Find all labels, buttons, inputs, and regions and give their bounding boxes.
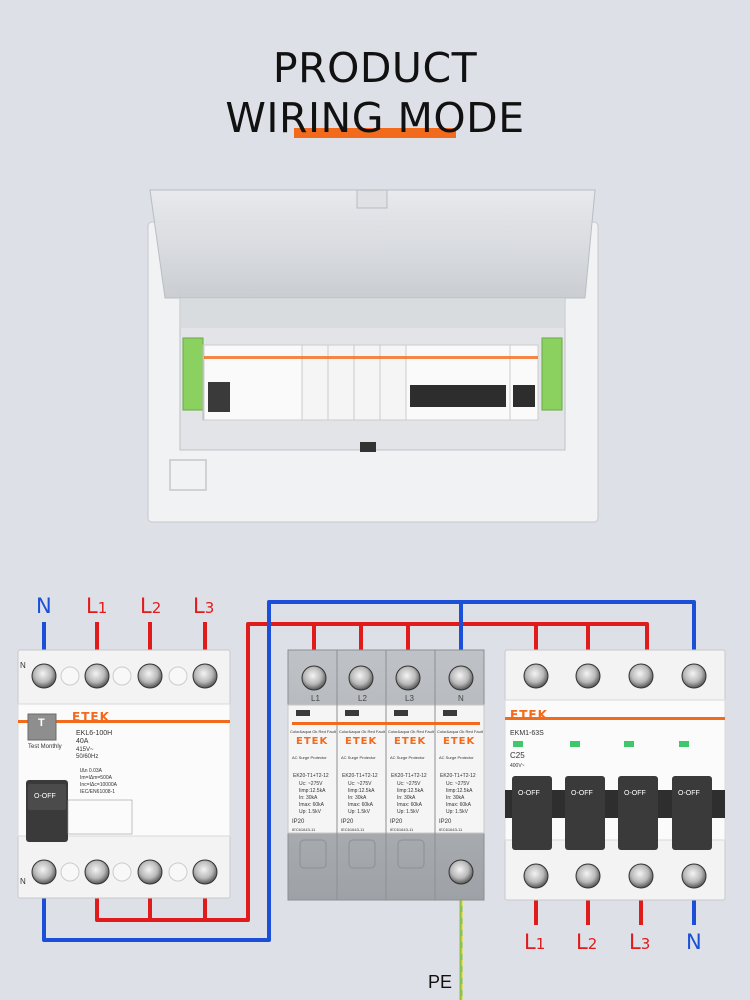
mcb-toggle-3[interactable] [618,776,658,850]
label-l3-out: L3 [629,930,651,954]
title-line-2: WIRING MODE [225,94,525,142]
rcd-ratings: IΔn 0.03A Im=IΔm=500A Inc=IΔc=10000A IEC… [80,768,117,795]
terminal-screws [31,663,707,889]
spd-ip: IP20 [439,819,452,825]
spd-ip: IP20 [390,819,403,825]
spd-device [287,649,485,901]
spd-pole-label: L3 [405,694,414,703]
transparent-lid[interactable] [149,189,596,299]
rcd-voltage: 415V~ [76,747,94,753]
spd-header: AC Surge Protector [292,755,327,760]
spd-brand: ETEK [345,736,378,747]
title-line-1: PRODUCT [272,44,478,92]
spd-specs: Uc: ~275V Iimp:12.5kA In: 30kA Imax: 60k… [397,781,424,815]
spd-standard: IEC61643-11 [390,827,414,832]
spd-brand: ETEK [296,736,329,747]
rcd-current: 40A [76,738,89,745]
spd-pole-label: N [458,694,464,703]
rcd-frequency: 50/60Hz [76,754,99,760]
spd-standard: IEC61643-11 [292,827,316,832]
mcb-toggle-1[interactable] [512,776,552,850]
mcb-voltage: 400V~ [510,763,525,769]
label-l2-in: L2 [140,594,162,618]
spd-ip: IP20 [292,819,305,825]
spd-model: EK20-T1+T2-12 [391,773,427,779]
spd-header: AC Surge Protector [439,755,474,760]
distribution-box [147,189,599,523]
mcb-rating: C25 [510,751,525,760]
spd-brand: ETEK [394,736,427,747]
spd-standard: IEC61643-11 [439,827,463,832]
spd-status: Color&aqua Ok Red Fault [339,729,385,734]
label-l1-out: L1 [524,930,546,954]
test-button-label: T [38,717,45,729]
spd-header: AC Surge Protector [341,755,376,760]
spd-brand: ETEK [443,736,476,747]
label-n-out: N [686,930,702,954]
rcd-model: EKL6-100H [76,730,113,737]
test-monthly-label: Test Monthly [28,744,62,750]
spd-status: Color&aqua Ok Red Fault [290,729,336,734]
mcb-switch-label: O-OFF [518,790,540,797]
mcb-switch-label: O-OFF [624,790,646,797]
spd-header: AC Surge Protector [390,755,425,760]
rcd-switch-label: O-OFF [34,793,56,800]
rcd-n-top: N [20,661,26,670]
spd-specs: Uc: ~275V Iimp:12.5kA In: 30kA Imax: 60k… [446,781,473,815]
mcb-switch-label: O-OFF [571,790,593,797]
wire-phase-bus [95,622,649,922]
spd-status: Color&aqua Ok Red Fault [437,729,483,734]
mcb-model: EKM1-63S [510,730,544,737]
mcb-toggle-4[interactable] [672,776,712,850]
title-underline [294,128,456,138]
label-l1-in: L1 [86,594,108,618]
label-n-in: N [36,594,52,618]
spd-pole-label: L2 [358,694,367,703]
spd-pole-label: L1 [311,694,320,703]
mcb-switch-label: O-OFF [678,790,700,797]
wire-neutral-bus [42,600,696,942]
spd-status: Color&aqua Ok Red Fault [388,729,434,734]
spd-standard: IEC61643-11 [341,827,365,832]
label-pe: PE [428,972,453,992]
mcb-device [504,649,726,901]
wires [42,600,696,1000]
din-rail-clip-left [182,337,204,411]
mcb-toggle-2[interactable] [565,776,605,850]
mcb-brand: ETEK [510,708,548,722]
rcd-n-bottom: N [20,877,26,886]
label-l3-in: L3 [193,594,215,618]
spd-model: EK20-T1+T2-12 [342,773,378,779]
rcd-device [17,649,231,899]
spd-ip: IP20 [341,819,354,825]
din-rail-clip-right [541,337,563,411]
rcd-brand: ETEK [72,710,110,724]
spd-model: EK20-T1+T2-12 [293,773,329,779]
spd-specs: Uc: ~275V Iimp:12.5kA In: 30kA Imax: 60k… [348,781,375,815]
label-l2-out: L2 [576,930,598,954]
test-button[interactable] [27,713,57,741]
spd-model: EK20-T1+T2-12 [440,773,476,779]
spd-specs: Uc: ~275V Iimp:12.5kA In: 30kA Imax: 60k… [299,781,326,815]
